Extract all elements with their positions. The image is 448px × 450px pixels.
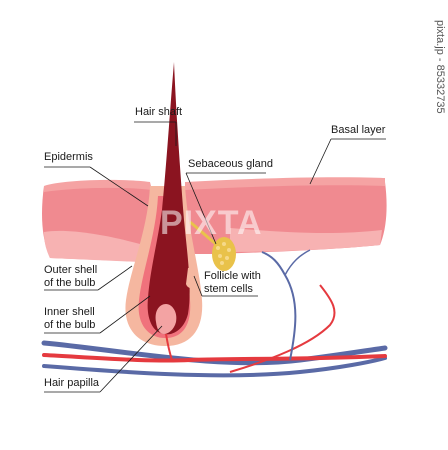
sebaceous-gland-shape [212, 237, 236, 271]
artery-vessel-2 [229, 284, 336, 373]
leader-lines [44, 121, 386, 393]
label-outer-shell-line2: of the bulb [44, 277, 96, 289]
label-hair-papilla: Hair papilla [44, 377, 100, 389]
label-sebaceous-gland: Sebaceous gland [188, 158, 274, 170]
stem-cell-bump [186, 267, 199, 289]
watermark-text: PIXTA [160, 204, 263, 242]
skin-light-region [44, 230, 140, 262]
label-follicle-line2: stem cells [204, 283, 253, 295]
label-epidermis: Epidermis [44, 151, 93, 163]
hair-papilla-shape [155, 304, 177, 334]
label-hair-shaft: Hair shaft [135, 106, 183, 118]
vessel-to-bulb [165, 333, 173, 361]
vein-vessel-2 [42, 356, 387, 378]
basal-strip-left [44, 179, 152, 192]
label-inner-shell-line1: Inner shell [44, 306, 95, 318]
artery-vessel [42, 353, 387, 363]
hair-shaft-shape [147, 62, 190, 335]
vein-branch-2 [284, 249, 311, 276]
basal-strip-right [185, 177, 385, 190]
vein-vessel [41, 340, 388, 366]
label-inner-shell-line2: of the bulb [44, 319, 96, 331]
skin-light-region-right [230, 228, 382, 252]
gland-cells [216, 242, 231, 265]
label-outer-shell-line1: Outer shell [44, 264, 98, 276]
gland-duct [189, 220, 217, 246]
vein-branch [261, 251, 297, 361]
label-basal-layer: Basal layer [331, 124, 386, 136]
side-credit: pixta.jp - 85332735 [434, 20, 446, 114]
label-follicle-line1: Follicle with [204, 270, 261, 282]
